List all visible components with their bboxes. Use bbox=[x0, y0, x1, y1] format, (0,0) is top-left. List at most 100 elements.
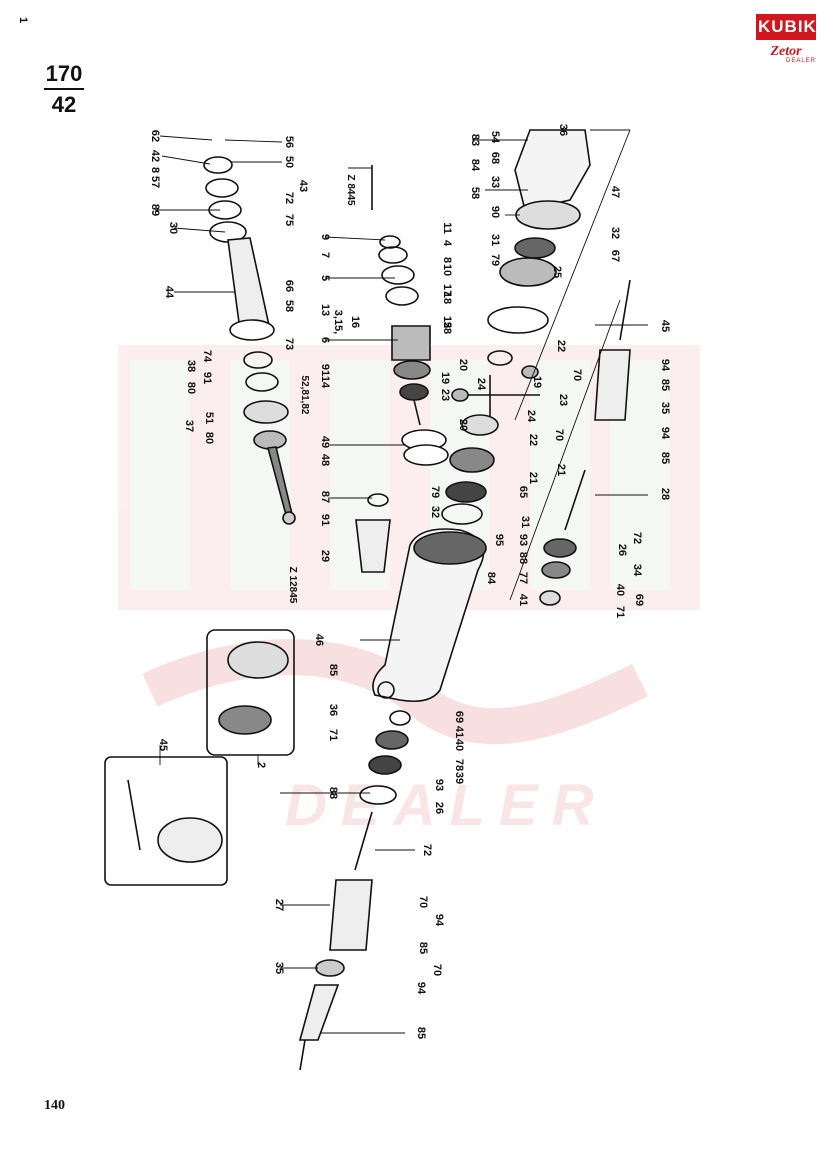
callout-label: 87 bbox=[319, 491, 331, 503]
callout-label: 85 bbox=[327, 664, 339, 676]
callout-label: 20 bbox=[457, 359, 469, 371]
callout-label: 58 bbox=[441, 322, 453, 334]
callout-label: 20 bbox=[457, 419, 469, 431]
callout-label: 69 bbox=[633, 594, 645, 606]
callout-label: 70 bbox=[417, 896, 429, 908]
logo-kubik-text: KUBIK bbox=[754, 12, 818, 42]
callout-label: 31 bbox=[489, 234, 501, 246]
callout-label: 7 bbox=[319, 252, 331, 258]
callout-label: 42 bbox=[149, 150, 161, 162]
callout-label: 79 bbox=[489, 254, 501, 266]
callout-label: 14 bbox=[319, 376, 331, 389]
callout-label: 44 bbox=[163, 286, 175, 299]
callout-label: 2 bbox=[255, 762, 267, 768]
callout-label: 84 bbox=[485, 572, 497, 585]
callout-label: 89 bbox=[149, 204, 161, 216]
callout-label: 78 bbox=[453, 759, 465, 771]
callout-label: 35 bbox=[659, 402, 671, 414]
callout-label: 46 bbox=[313, 634, 325, 646]
callout-label: 25 bbox=[551, 266, 563, 278]
callout-label: 24 bbox=[525, 410, 537, 423]
callout-label: 72 bbox=[283, 192, 295, 204]
callout-label: 93 bbox=[433, 779, 445, 791]
callout-label: 71 bbox=[614, 606, 626, 618]
callout-label: 74 bbox=[201, 350, 213, 363]
callout-label: 70 bbox=[571, 369, 583, 381]
callout-label: 41 bbox=[517, 594, 529, 606]
callout-label: 56 bbox=[283, 136, 295, 148]
callout-label: 80 bbox=[203, 432, 215, 444]
callout-label: 13 bbox=[319, 304, 331, 316]
callout-label: 77 bbox=[517, 572, 529, 584]
callout-label: 94 bbox=[659, 427, 671, 440]
callout-label: 26 bbox=[616, 544, 628, 556]
callout-label: 31 bbox=[519, 516, 531, 528]
callout-label: 12 bbox=[441, 316, 453, 328]
callout-label: 40 bbox=[453, 739, 465, 751]
callout-label: 34 bbox=[631, 564, 643, 577]
fraction-rule bbox=[44, 88, 84, 90]
callout-label: 91 bbox=[319, 514, 331, 526]
callout-label: 45 bbox=[157, 739, 169, 751]
callout-label: 94 bbox=[659, 359, 671, 372]
callout-label: 57 bbox=[149, 176, 161, 188]
callout-label: 85 bbox=[659, 379, 671, 391]
callout-label: 43 bbox=[297, 180, 309, 192]
page-numerator: 170 bbox=[45, 61, 83, 86]
callout-label: 10 bbox=[441, 264, 453, 276]
callout-label: 32 bbox=[429, 506, 441, 518]
callout-label: 35 bbox=[273, 962, 285, 974]
callout-label: 73 bbox=[283, 338, 295, 350]
callout-label: 85 bbox=[659, 452, 671, 464]
callout-label: 27 bbox=[273, 899, 285, 911]
callout-label: 24 bbox=[475, 378, 487, 391]
callout-label: 85 bbox=[415, 1027, 427, 1039]
callout-label: 45 bbox=[659, 320, 671, 332]
callout-label: 88 bbox=[517, 552, 529, 564]
parts-drawing bbox=[104, 129, 631, 1071]
callout-label: 94 bbox=[415, 982, 427, 995]
callout-label: 47 bbox=[609, 186, 621, 198]
page-fraction: 170 42 bbox=[44, 62, 84, 117]
callout-label: 22 bbox=[527, 434, 539, 446]
callout-label: 21 bbox=[555, 464, 567, 476]
callout-label: 67 bbox=[609, 250, 621, 262]
callout-label: Z 8445 bbox=[345, 174, 356, 206]
callout-label: 70 bbox=[431, 964, 443, 976]
callout-label: 19 bbox=[531, 376, 543, 388]
leader-lines bbox=[155, 129, 648, 1034]
callout-label: 90 bbox=[489, 206, 501, 218]
callout-label: 72 bbox=[631, 532, 643, 544]
callout-label: 19 bbox=[439, 372, 451, 384]
callout-label: 41 bbox=[453, 726, 465, 738]
callout-label: 5 bbox=[319, 275, 331, 281]
watermark-dealer: DEALER bbox=[285, 773, 607, 838]
callout-label: 71 bbox=[327, 729, 339, 741]
callout-label: 51 bbox=[203, 412, 215, 424]
callout-label: 36 bbox=[557, 124, 569, 136]
callout-label: 28 bbox=[659, 488, 671, 500]
callout-label: 93 bbox=[517, 534, 529, 546]
callout-label: 33 bbox=[489, 176, 501, 188]
callout-label: 23 bbox=[439, 389, 451, 401]
callout-label: 8 bbox=[149, 167, 161, 173]
callout-label: 1 bbox=[17, 17, 29, 23]
callout-label: 91 bbox=[201, 372, 213, 384]
callout-label: 3,15, bbox=[332, 310, 344, 334]
callout-label: 6 bbox=[319, 337, 331, 343]
callout-label: 80 bbox=[185, 382, 197, 394]
callout-label: 83 bbox=[469, 134, 481, 146]
callout-label: 52,81,82 bbox=[299, 376, 310, 415]
callout-label: 39 bbox=[453, 772, 465, 784]
callout-label: 94 bbox=[433, 914, 445, 927]
callout-label: 72 bbox=[421, 844, 433, 856]
callout-label: 17 bbox=[441, 284, 453, 296]
logo-zetor-text: Zetor bbox=[770, 44, 802, 59]
callout-label: 50 bbox=[283, 156, 295, 168]
callout-label: 18 bbox=[441, 292, 453, 304]
callout-label: 29 bbox=[319, 550, 331, 562]
logo-dealer-text: DEALER bbox=[785, 58, 816, 64]
callout-label: 21 bbox=[527, 472, 539, 484]
